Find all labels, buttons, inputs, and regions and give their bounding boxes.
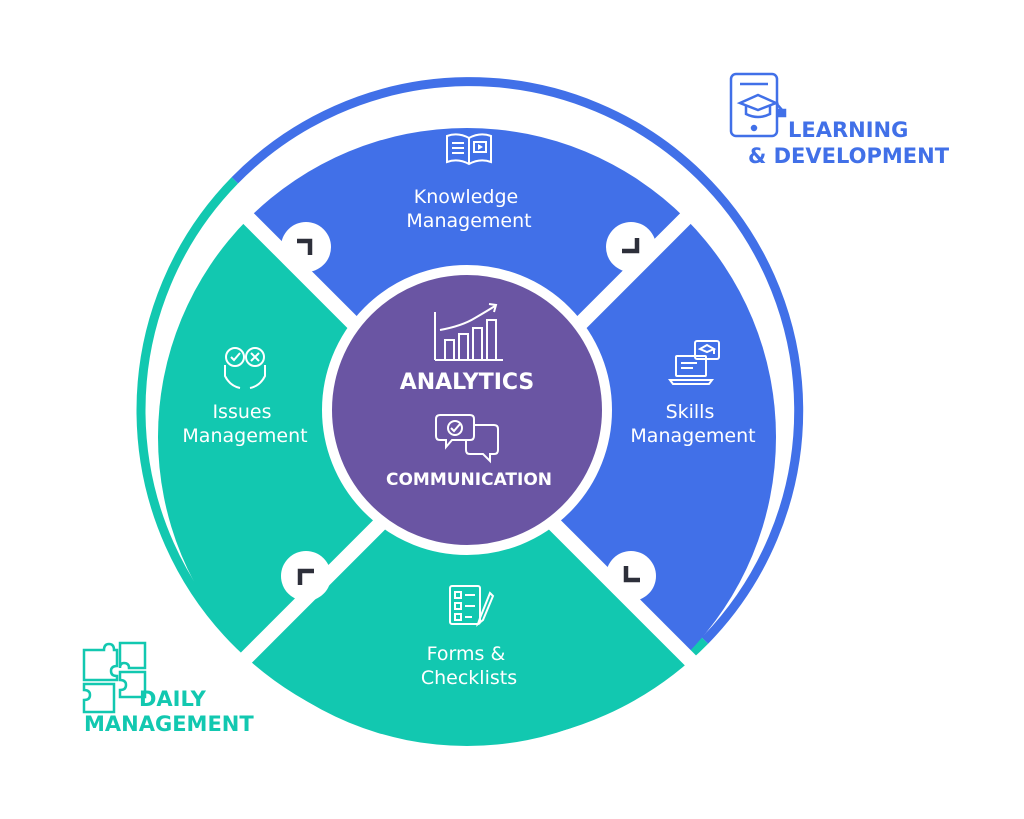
segment-forms-checklists[interactable] (248, 437, 686, 747)
knowledge-line2: Management (406, 210, 531, 232)
laptop-graduation-icon (668, 340, 720, 385)
knowledge-line1: Knowledge (414, 186, 518, 208)
puzzle-icon (82, 641, 147, 714)
skills-management-label: Skills Management (630, 401, 755, 447)
segment-issues-management[interactable] (157, 218, 467, 656)
connector-top-left (281, 222, 331, 272)
daily-line1: DAILY (139, 687, 207, 711)
knowledge-management-label: Knowledge Management (406, 186, 531, 232)
outer-ring-blue (231, 77, 804, 644)
daily-management-label: DAILY MANAGEMENT (84, 687, 254, 736)
bar-chart-icon (434, 303, 503, 361)
connector-bottom-right (606, 551, 656, 601)
connector-bottom-left (281, 551, 331, 601)
tablet-graduation-icon (729, 72, 787, 138)
issues-line2: Management (182, 425, 307, 447)
learning-development-label: LEARNING & DEVELOPMENT (748, 118, 950, 168)
issues-management-label: Issues Management (182, 401, 307, 447)
center-circle (322, 265, 612, 555)
daily-line2: MANAGEMENT (84, 712, 254, 736)
learning-line2: & DEVELOPMENT (748, 144, 950, 168)
forms-line1: Forms & (427, 643, 506, 665)
forms-line2: Checklists (421, 667, 517, 689)
issues-line1: Issues (212, 401, 271, 423)
skills-line2: Management (630, 425, 755, 447)
skills-line1: Skills (666, 401, 715, 423)
learning-line1: LEARNING (788, 118, 908, 142)
analytics-label: ANALYTICS (400, 370, 535, 395)
book-icon (446, 133, 492, 166)
connector-top-right (606, 222, 656, 272)
chat-bubbles-icon (435, 414, 499, 464)
checklist-icon (449, 585, 495, 627)
forms-checklists-label: Forms & Checklists (421, 643, 517, 689)
segment-skills-management[interactable] (467, 218, 777, 656)
communication-label: COMMUNICATION (386, 470, 552, 490)
hands-check-cross-icon (224, 347, 266, 389)
